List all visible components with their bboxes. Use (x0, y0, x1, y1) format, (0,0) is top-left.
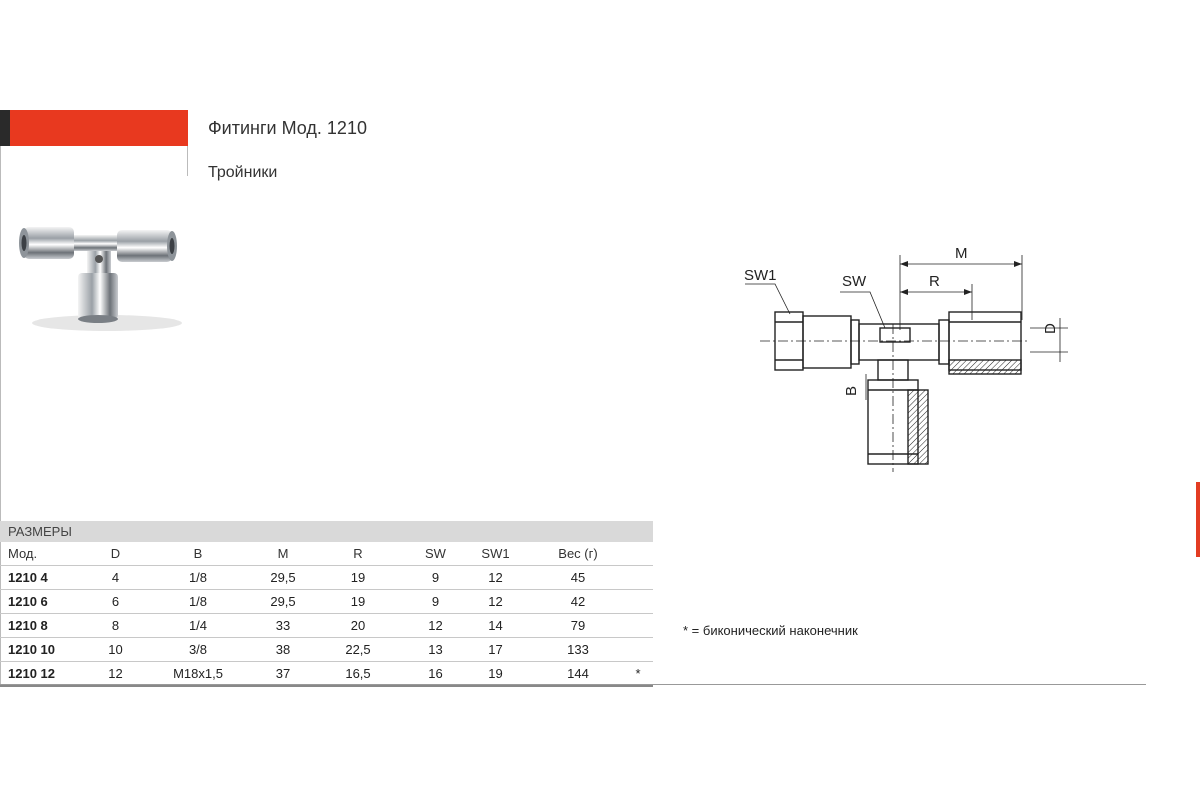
table-cell: 19 (303, 589, 413, 614)
table-cell: 12 (458, 565, 533, 590)
table-cell: 3/8 (133, 637, 263, 662)
table-cell: 9 (413, 565, 458, 590)
col-header: Вес (г) (533, 542, 623, 566)
table-cell (623, 589, 653, 614)
table-cell (623, 565, 653, 590)
label-m: M (955, 245, 968, 262)
footnote: * = биконический наконечник (683, 623, 858, 638)
table-cell: 20 (303, 613, 413, 638)
dimensions-table: РАЗМЕРЫ Мод. D B M R SW SW1 Вес (г) 1210… (0, 521, 653, 687)
table-cell: 9 (413, 589, 458, 614)
table-cell: 10 (98, 637, 133, 662)
table-cell: 13 (413, 637, 458, 662)
table-cell: 16 (413, 661, 458, 687)
table-cell: 79 (533, 613, 623, 638)
table-header-row: Мод. D B M R SW SW1 Вес (г) (0, 542, 653, 566)
table-cell: 45 (533, 565, 623, 590)
table-cell: 42 (533, 589, 623, 614)
table-cell (623, 637, 653, 662)
table-cell: 1210 10 (0, 637, 98, 662)
col-header: M (263, 542, 303, 566)
col-header: B (133, 542, 263, 566)
col-header: D (98, 542, 133, 566)
table-cell (623, 613, 653, 638)
page-edge-marker (1196, 482, 1200, 557)
table-cell: 1210 8 (0, 613, 98, 638)
table-cell: 17 (458, 637, 533, 662)
label-r: R (929, 273, 940, 290)
table-cell: 19 (458, 661, 533, 687)
table-cell: 6 (98, 589, 133, 614)
table-cell: M18x1,5 (133, 661, 263, 687)
frame-left-line (0, 110, 1, 685)
label-b: B (843, 386, 860, 396)
page-subtitle: Тройники (208, 164, 278, 181)
table-cell: 8 (98, 613, 133, 638)
table-cell: 1/8 (133, 589, 263, 614)
table-cell: 144 (533, 661, 623, 687)
label-sw: SW (842, 273, 867, 290)
table-cell: 37 (263, 661, 303, 687)
table-cell: 14 (458, 613, 533, 638)
table-cell: 1/4 (133, 613, 263, 638)
brand-color-bar (0, 110, 188, 146)
table-cell: 29,5 (263, 589, 303, 614)
product-photo (19, 227, 182, 331)
table-cell: 19 (303, 565, 413, 590)
table-cell: 133 (533, 637, 623, 662)
table-cell: 16,5 (303, 661, 413, 687)
brand-divider (187, 146, 188, 176)
col-header: SW (413, 542, 458, 566)
table-cell: 12 (98, 661, 133, 687)
label-sw1: SW1 (744, 267, 777, 284)
table-cell: 29,5 (263, 565, 303, 590)
table-cell: 12 (458, 589, 533, 614)
table-cell: 22,5 (303, 637, 413, 662)
page-title: Фитинги Мод. 1210 (208, 118, 367, 138)
brand-bar-dark-strip (0, 110, 10, 146)
col-header: SW1 (458, 542, 533, 566)
col-header (623, 542, 653, 566)
table-cell: 1210 12 (0, 661, 98, 687)
table-cell: 1/8 (133, 565, 263, 590)
label-d: D (1042, 323, 1059, 334)
col-header: Мод. (0, 542, 98, 566)
table-cell: 4 (98, 565, 133, 590)
table-cell: 1210 4 (0, 565, 98, 590)
technical-drawing: SW1 SW M R D B (744, 245, 1068, 472)
table-cell: 33 (263, 613, 303, 638)
table-cell: 12 (413, 613, 458, 638)
table-section-title: РАЗМЕРЫ (0, 521, 653, 542)
table-cell: 38 (263, 637, 303, 662)
table-cell: * (623, 661, 653, 687)
col-header: R (303, 542, 413, 566)
table-cell: 1210 6 (0, 589, 98, 614)
